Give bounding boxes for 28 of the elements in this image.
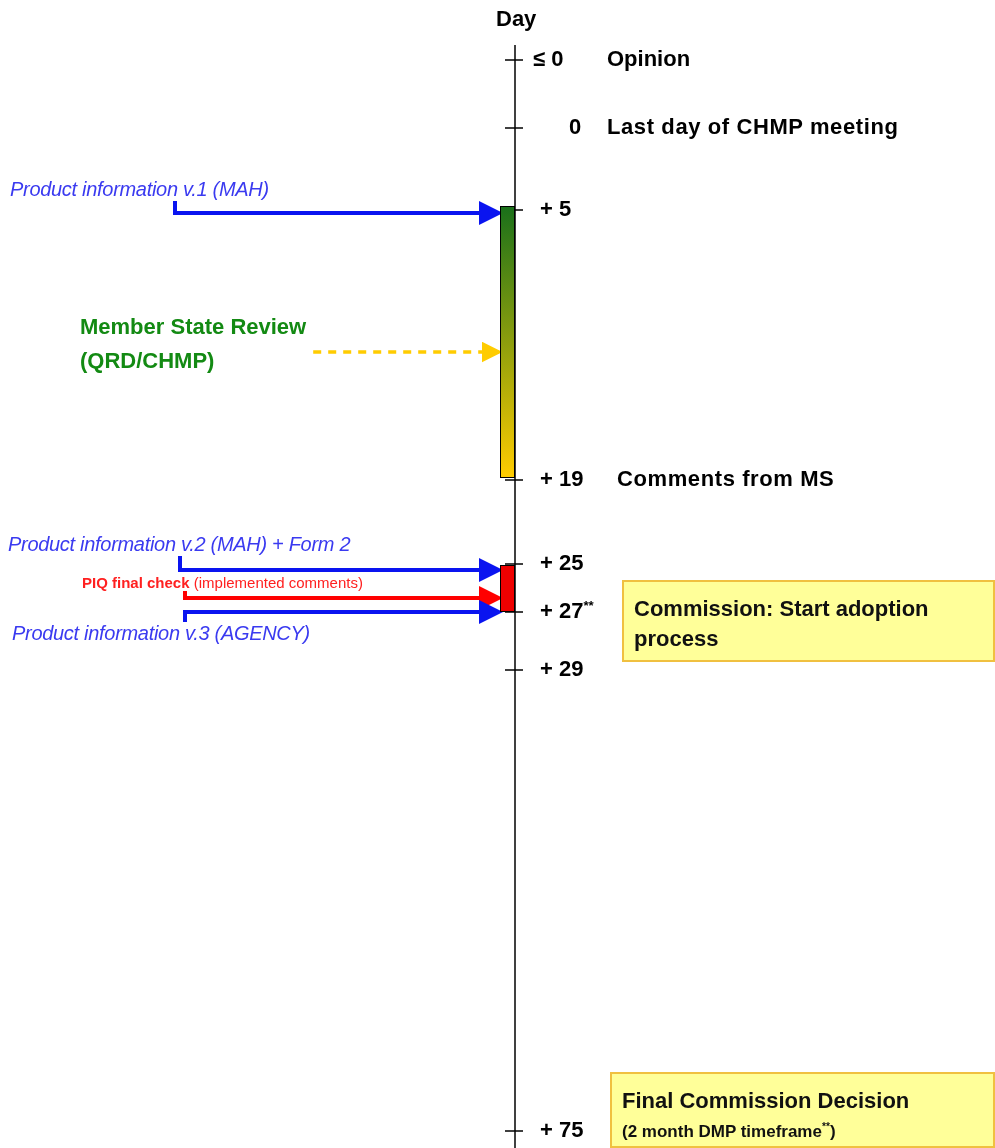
heading-text: Final Commission Decision (622, 1087, 910, 1115)
day-number: 0 (569, 114, 582, 140)
milestone-box (610, 1072, 995, 1148)
heading-text: Member State Review (80, 314, 307, 340)
arrow (178, 556, 503, 582)
step-label: Product information v.2 (MAH) + Form 2 (8, 533, 351, 556)
note-text: (2 month DMP timeframe$^{**}$) (622, 1119, 836, 1143)
day-number: ≤ 0 (533, 46, 564, 72)
day-number: + 5 (540, 196, 572, 222)
arrow (173, 201, 503, 225)
day-number: + 29 (540, 656, 584, 682)
review-period-bar (500, 206, 515, 478)
event-label: Opinion (607, 46, 691, 72)
milestone-box (622, 580, 995, 662)
check-label: PIQ final check (implemented comments) (82, 574, 363, 591)
check-period-bar (500, 565, 515, 612)
day-number: + 19 (540, 466, 584, 492)
heading-text: Commission: Start adoption process (634, 595, 930, 653)
day-number: + 27$^{**}$ (540, 598, 594, 625)
step-label: Product information v.1 (MAH) (10, 178, 269, 201)
event-label: Last day of CHMP meeting (607, 114, 899, 140)
note-text: (QRD/CHMP) (80, 348, 215, 374)
day-number: + 25 (540, 550, 584, 576)
axis-title: Day (496, 6, 537, 32)
arrow (183, 600, 503, 624)
event-label: Comments from MS (617, 466, 835, 492)
step-label: Product information v.3 (AGENCY) (12, 622, 310, 645)
day-number: + 75 (540, 1117, 584, 1143)
